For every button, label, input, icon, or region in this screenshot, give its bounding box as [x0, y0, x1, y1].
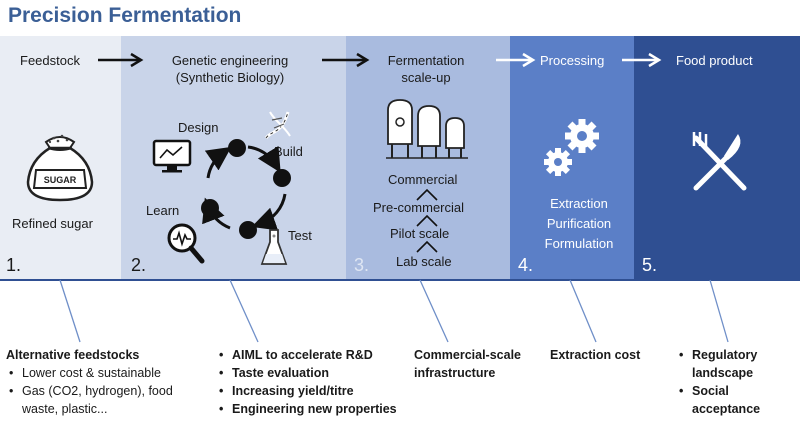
stage-title-line: scale-up [401, 70, 451, 85]
sugar-bag-label: SUGAR [44, 175, 77, 185]
processing-steps: Extraction Purification Formulation [534, 194, 624, 254]
cycle-label-design: Design [178, 120, 219, 135]
scale-step-lab: Lab scale [396, 254, 452, 269]
stage-number: 1. [6, 255, 22, 275]
challenge-item: Taste evaluation [219, 364, 416, 382]
cycle-node-test [239, 221, 257, 239]
scale-step-pilot: Pilot scale [390, 226, 450, 241]
scale-up-chevrons [416, 188, 438, 253]
synbio-cycle-diagram [201, 139, 291, 239]
processing-step: Extraction [550, 196, 608, 211]
feedstock-caption: Refined sugar [12, 216, 93, 231]
monitor-icon [152, 139, 192, 173]
stage-number: 3. [354, 255, 370, 275]
challenge-synbio: AIML to accelerate R&D Taste evaluation … [216, 346, 416, 418]
stage-title-processing: Processing [540, 53, 605, 68]
stage-number: 4. [518, 255, 534, 275]
stage-title-line: Genetic engineering [171, 53, 289, 68]
stage-band-processing [510, 36, 634, 280]
stage-title-line: Fermentation [387, 53, 465, 68]
challenge-item: Engineering new properties [219, 400, 416, 418]
cycle-node-build [273, 169, 291, 187]
stage-title-fermentation: Fermentation scale-up [374, 52, 478, 86]
processing-step: Formulation [544, 236, 614, 251]
baseline-divider [0, 279, 800, 281]
challenge-scaleup: Commercial-scale infrastructure [414, 346, 544, 382]
gears-icon [544, 119, 599, 176]
sugar-bag-icon: SUGAR [26, 134, 94, 202]
challenge-item: AIML to accelerate R&D [219, 346, 416, 364]
stage-number: 2. [131, 255, 147, 275]
challenge-item: Lower cost & sustainable [9, 364, 186, 382]
processing-step: Purification [546, 216, 612, 231]
flask-icon [260, 229, 288, 265]
scale-step-pre-commercial: Pre-commercial [373, 200, 465, 215]
fork-knife-icon [692, 132, 747, 191]
stage-number: 5. [642, 255, 658, 275]
stage-title-genetic-engineering: Genetic engineering (Synthetic Biology) [160, 52, 300, 86]
stage-title-line: (Synthetic Biology) [175, 70, 285, 85]
cycle-node-design [228, 139, 246, 157]
stage-title-food-product: Food product [676, 53, 753, 68]
arrow-right-icon [496, 52, 536, 68]
arrow-right-icon [622, 52, 662, 68]
cycle-label-build: Build [274, 144, 303, 159]
bioreactor-tanks-icon [386, 99, 468, 159]
challenge-line: infrastructure [414, 366, 496, 380]
cycle-node-learn [201, 199, 219, 217]
cycle-label-learn: Learn [146, 203, 180, 218]
page-title: Precision Fermentation [8, 4, 242, 27]
arrow-right-icon [98, 52, 144, 68]
challenge-heading: Alternative feedstocks [6, 348, 140, 362]
challenge-item: Gas (CO2, hydrogen), food waste, plastic… [9, 382, 186, 418]
challenge-food: Regulatory landscape Social acceptance [676, 346, 796, 418]
challenge-line: Commercial-scale [414, 348, 522, 362]
challenge-item: Social acceptance [679, 382, 796, 418]
scale-step-commercial: Commercial [388, 172, 458, 187]
magnifier-icon [167, 223, 205, 264]
challenge-feedstock: Alternative feedstocks Lower cost & sust… [6, 346, 186, 418]
arrow-right-icon [322, 52, 370, 68]
dna-icon [264, 111, 291, 140]
challenge-item: Regulatory landscape [679, 346, 796, 382]
challenge-processing: Extraction cost [550, 348, 641, 362]
challenge-item: Increasing yield/titre [219, 382, 416, 400]
cycle-label-test: Test [288, 228, 312, 243]
stage-title-feedstock: Feedstock [20, 53, 80, 68]
